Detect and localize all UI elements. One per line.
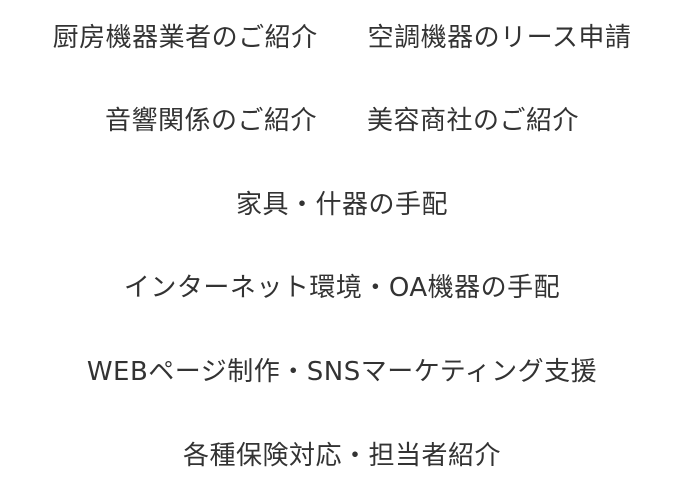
service-link-beauty-trading[interactable]: 美容商社のご紹介 xyxy=(367,105,580,136)
service-link-kitchen-equipment[interactable]: 厨房機器業者のご紹介 xyxy=(52,22,318,53)
service-row: 厨房機器業者のご紹介 空調機器のリース申請 xyxy=(0,15,684,55)
service-row: 音響関係のご紹介 美容商社のご紹介 xyxy=(0,98,684,138)
service-link-insurance[interactable]: 各種保険対応・担当者紹介 xyxy=(182,440,501,471)
service-row: 家具・什器の手配 xyxy=(0,182,684,222)
service-row: インターネット環境・OA機器の手配 xyxy=(0,265,684,305)
service-row: WEBページ制作・SNSマーケティング支援 xyxy=(0,349,684,389)
service-row: 各種保険対応・担当者紹介 xyxy=(0,433,684,473)
service-link-internet-oa[interactable]: インターネット環境・OA機器の手配 xyxy=(123,272,561,303)
service-link-air-conditioning-lease[interactable]: 空調機器のリース申請 xyxy=(367,22,632,53)
service-link-web-sns[interactable]: WEBページ制作・SNSマーケティング支援 xyxy=(86,356,598,387)
service-link-furniture[interactable]: 家具・什器の手配 xyxy=(235,189,448,220)
service-link-audio[interactable]: 音響関係のご紹介 xyxy=(104,105,317,136)
